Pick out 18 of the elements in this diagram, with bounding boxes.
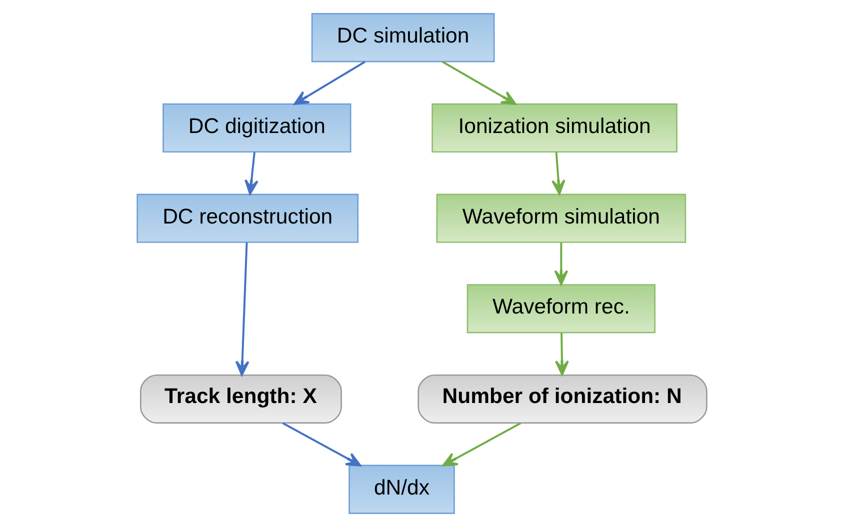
node-box: Waveform rec. [466,284,656,334]
arrow [554,333,569,376]
arrow [442,422,522,466]
node-box: DC digitization [162,103,352,153]
arrow [442,60,516,105]
node-box: Ionization simulation [432,103,678,153]
node-box: Track length: X [140,374,342,424]
node-box: Waveform simulation [436,194,686,243]
arrow [554,242,568,286]
node-box: Number of ionization: N [418,374,708,424]
node-box: dN/dx [348,464,455,514]
arrow [282,422,362,466]
arrow [244,152,258,195]
arrow [551,152,566,195]
node-box: DC reconstruction [136,194,359,243]
node-box: DC simulation [311,13,495,62]
arrow [294,60,366,105]
arrow [235,242,250,376]
